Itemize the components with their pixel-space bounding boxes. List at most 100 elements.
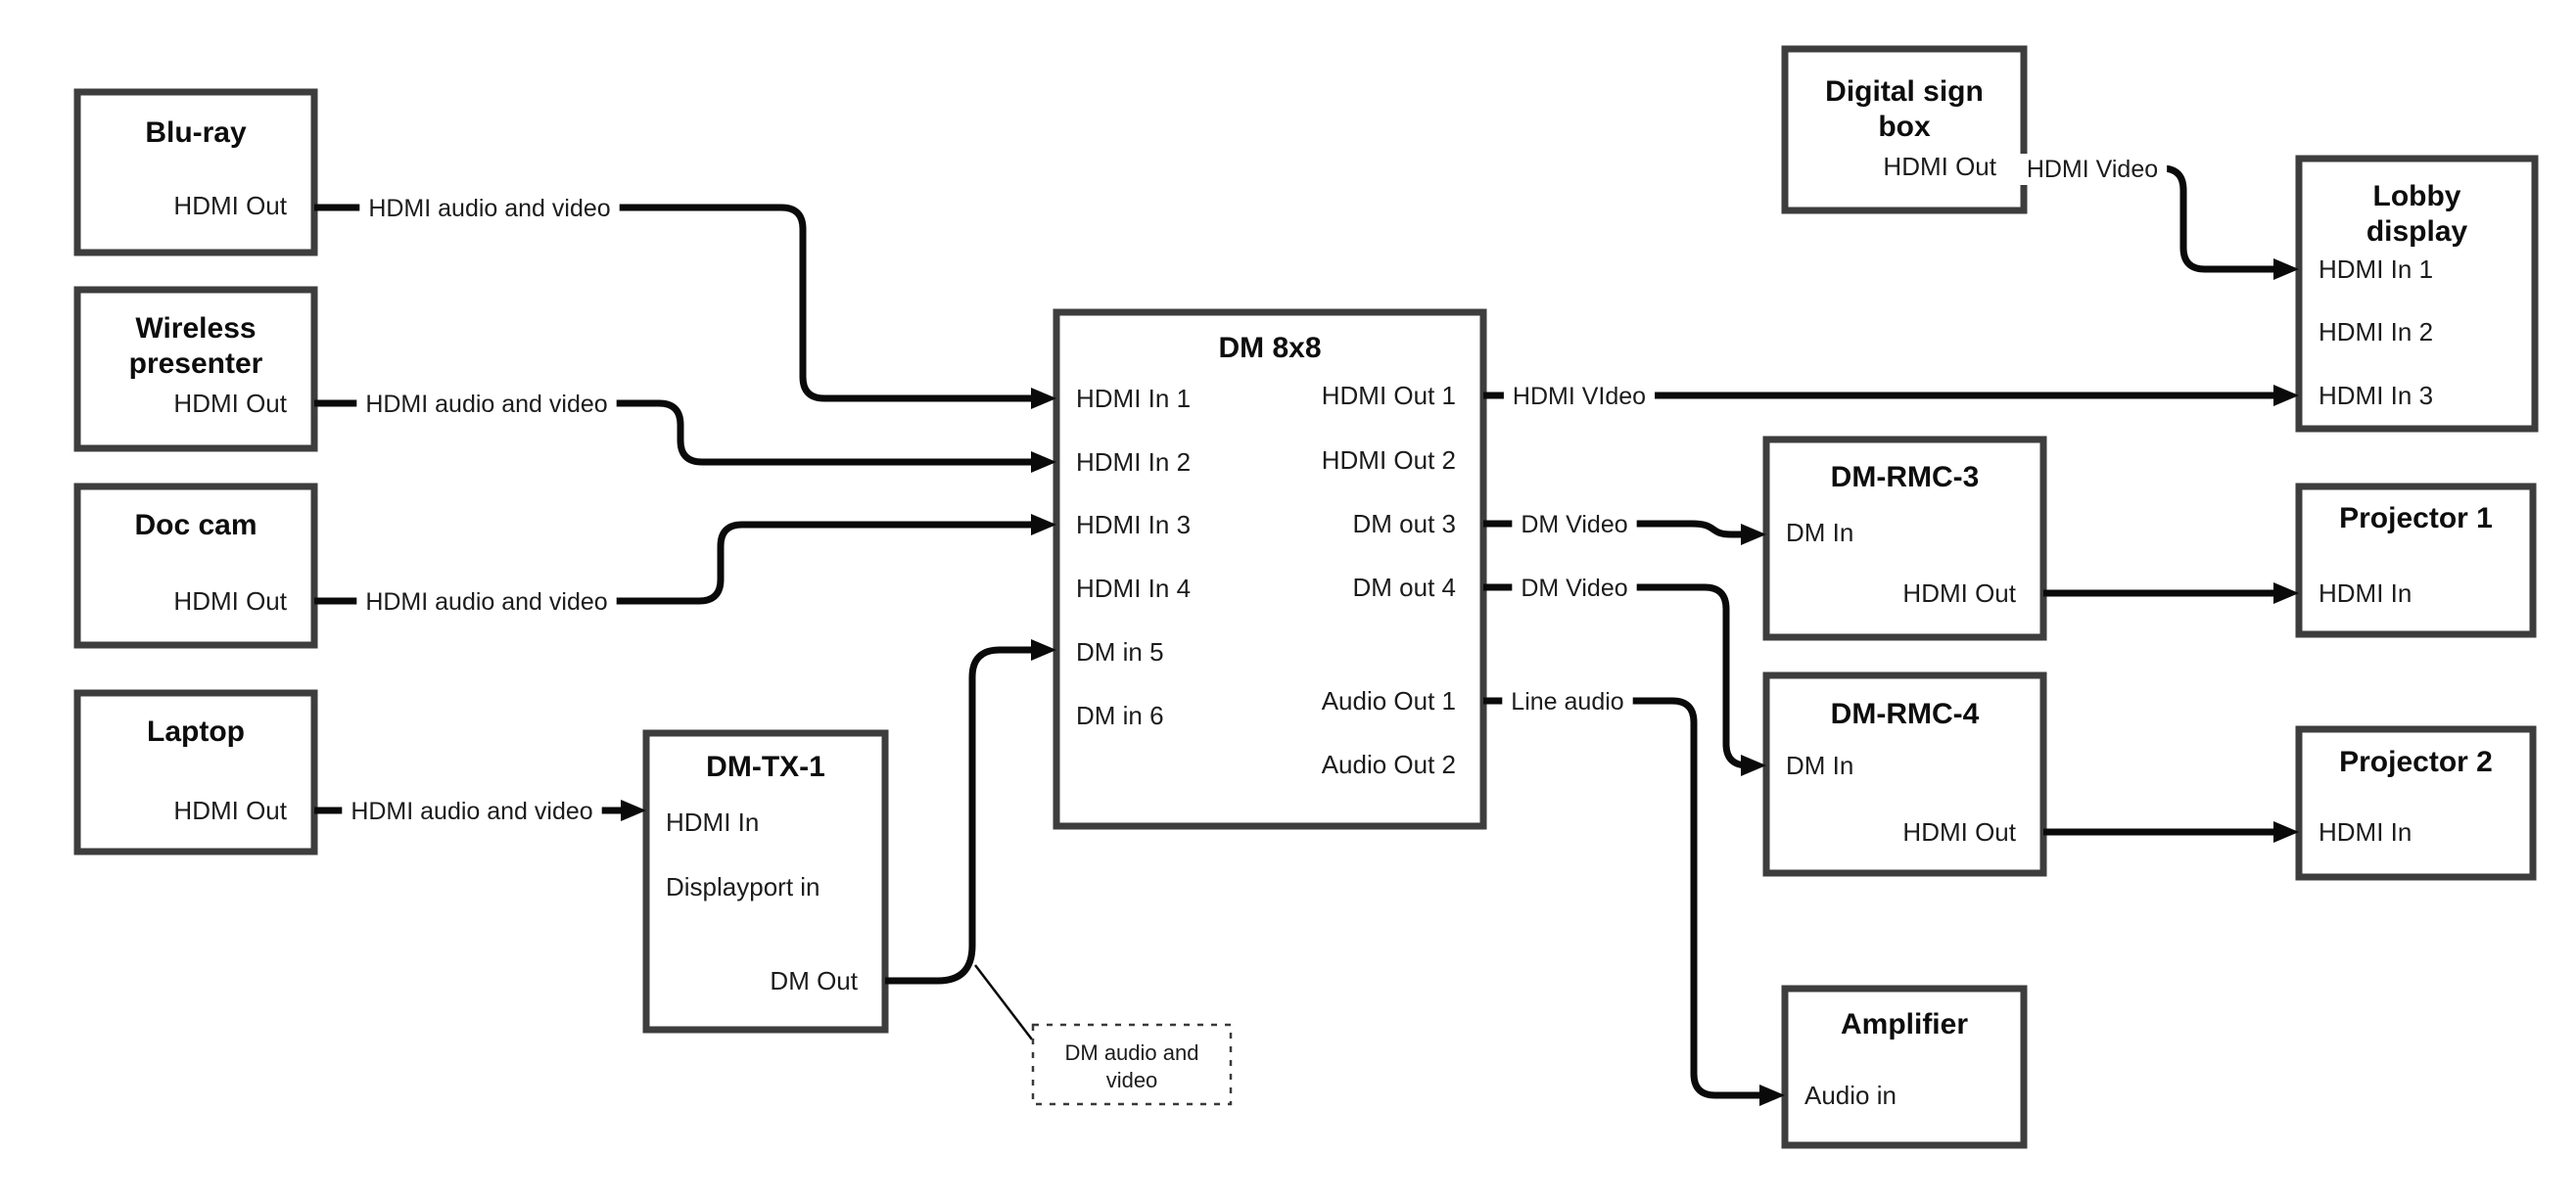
arrowhead-icon bbox=[2273, 821, 2299, 843]
wire-rmc4-to-projector2 bbox=[2043, 821, 2299, 843]
port-dm-8x8-hdmi-out-2: HDMI Out 2 bbox=[1322, 445, 1456, 475]
wire-label-backing bbox=[359, 193, 620, 224]
wire-label-text: Line audio bbox=[1511, 688, 1623, 716]
box-outline-lobby-display bbox=[2295, 155, 2539, 433]
port-laptop-hdmi-out: HDMI Out bbox=[173, 796, 287, 825]
port-dm-rmc-3-hdmi-out: HDMI Out bbox=[1902, 578, 2016, 608]
box-outline-projector-1 bbox=[2295, 483, 2537, 638]
arrowhead-icon bbox=[1031, 451, 1056, 473]
box-title-digital-sign-box: box bbox=[1878, 111, 1931, 143]
arrowhead-icon bbox=[621, 800, 646, 821]
arrowhead-icon bbox=[2273, 582, 2299, 604]
wire-label-dm8x8-out1-to-lobby-in3: HDMI VIdeo bbox=[1503, 381, 1656, 412]
wire-label-backing bbox=[1512, 573, 1637, 604]
port-dm-8x8-hdmi-in-1: HDMI In 1 bbox=[1076, 384, 1191, 413]
port-dm-tx-1-displayport-in: Displayport in bbox=[666, 872, 820, 901]
box-title-dm-8x8: DM 8x8 bbox=[1218, 332, 1321, 364]
wire-line-doccam-to-dm8x8-in3 bbox=[314, 521, 1040, 605]
box-title-doc-cam: Doc cam bbox=[134, 509, 257, 541]
port-dm-8x8-hdmi-in-4: HDMI In 4 bbox=[1076, 574, 1191, 603]
box-title-dm-tx-1: DM-TX-1 bbox=[706, 751, 825, 783]
port-dm-8x8-dm-out-3: DM out 3 bbox=[1353, 509, 1457, 538]
box-projector-2: Projector 2 HDMI In bbox=[2295, 725, 2537, 881]
port-dm-8x8-hdmi-out-1: HDMI Out 1 bbox=[1322, 381, 1456, 410]
arrowhead-icon bbox=[1759, 1085, 1785, 1106]
wire-label-backing bbox=[356, 586, 617, 618]
wire-label-backing bbox=[2017, 154, 2168, 185]
wire-label-text: HDMI Video bbox=[2027, 156, 2158, 183]
port-dm-rmc-4-dm-in: DM In bbox=[1786, 751, 1853, 780]
port-dm-8x8-hdmi-in-3: HDMI In 3 bbox=[1076, 510, 1191, 539]
wire-label-text: HDMI VIdeo bbox=[1513, 383, 1646, 410]
box-outline-dm-rmc-3 bbox=[1762, 436, 2047, 641]
arrowhead-icon bbox=[1031, 514, 1056, 535]
arrowhead-icon bbox=[1741, 524, 1766, 545]
arrowhead-icon bbox=[1741, 755, 1766, 776]
port-doc-cam-hdmi-out: HDMI Out bbox=[173, 586, 287, 616]
box-title-projector-1: Projector 1 bbox=[2339, 502, 2493, 534]
box-title-wireless-presenter: presenter bbox=[129, 347, 263, 380]
port-dm-8x8-hdmi-in-2: HDMI In 2 bbox=[1076, 447, 1191, 477]
wire-label-backing bbox=[342, 796, 602, 827]
wire-label-text: HDMI audio and video bbox=[365, 588, 607, 616]
port-dm-rmc-4-hdmi-out: HDMI Out bbox=[1902, 817, 2016, 847]
box-title-blu-ray: Blu-ray bbox=[145, 116, 247, 149]
wire-line-wireless-to-dm8x8-in2 bbox=[314, 399, 1040, 466]
wire-label-backing bbox=[1503, 381, 1656, 412]
port-dm-rmc-3-dm-in: DM In bbox=[1786, 518, 1853, 547]
arrowhead-icon bbox=[2273, 258, 2299, 280]
wire-line-dmtx1-to-dm8x8-in5 bbox=[885, 646, 1040, 985]
wire-label-backing bbox=[1502, 686, 1633, 717]
wire-dmtx1-to-dm8x8-in5 bbox=[885, 639, 1056, 985]
box-title-wireless-presenter: Wireless bbox=[135, 312, 256, 345]
port-lobby-display-hdmi-in-3: HDMI In 3 bbox=[2318, 381, 2433, 410]
wire-line-bluray-to-dm8x8-in1 bbox=[314, 204, 1040, 402]
box-dm-rmc-4: DM-RMC-4 DM In HDMI Out bbox=[1762, 671, 2047, 877]
wire-label-doccam-to-dm8x8-in3: HDMI audio and video bbox=[356, 586, 617, 618]
wire-dm8x8-out3-to-rmc3 bbox=[1483, 520, 1766, 545]
box-title-lobby-display: display bbox=[2366, 215, 2468, 248]
wire-label-text: HDMI audio and video bbox=[365, 391, 607, 418]
box-outline-amplifier bbox=[1781, 985, 2028, 1149]
arrowhead-icon bbox=[1031, 388, 1056, 409]
note-text: video bbox=[1106, 1068, 1158, 1092]
port-digital-sign-box-hdmi-out: HDMI Out bbox=[1883, 152, 1996, 181]
port-dm-8x8-dm-in-6: DM in 6 bbox=[1076, 701, 1164, 730]
port-projector-2-hdmi-in: HDMI In bbox=[2318, 817, 2412, 847]
box-title-amplifier: Amplifier bbox=[1841, 1008, 1968, 1040]
box-outline-dm-8x8 bbox=[1053, 308, 1487, 830]
box-title-dm-rmc-4: DM-RMC-4 bbox=[1831, 698, 1980, 730]
wire-doccam-to-dm8x8-in3 bbox=[314, 514, 1056, 605]
port-dm-8x8-audio-out-2: Audio Out 2 bbox=[1322, 750, 1456, 779]
box-outline-dm-rmc-4 bbox=[1762, 671, 2047, 877]
wire-line-dm8x8-out3-to-rmc3 bbox=[1483, 520, 1750, 538]
wire-dm8x8-out4-to-rmc4 bbox=[1483, 583, 1766, 776]
box-outline-projector-2 bbox=[2295, 725, 2537, 881]
wire-label-text: DM Video bbox=[1521, 575, 1627, 602]
box-title-projector-2: Projector 2 bbox=[2339, 746, 2493, 778]
wire-label-backing bbox=[356, 389, 617, 420]
wire-label-text: HDMI audio and video bbox=[351, 798, 592, 825]
wire-digsign-to-lobby-in1 bbox=[2024, 164, 2299, 280]
wire-label-dm8x8-audio1-to-amp: Line audio bbox=[1502, 686, 1633, 717]
wire-dm8x8-audio1-to-amp bbox=[1483, 697, 1785, 1106]
port-dm-tx-1-dm-out: DM Out bbox=[770, 966, 858, 995]
wire-label-text: DM Video bbox=[1521, 511, 1627, 538]
wire-line-digsign-to-lobby-in1 bbox=[2024, 164, 2282, 273]
port-wireless-presenter-hdmi-out: HDMI Out bbox=[173, 389, 287, 418]
box-title-lobby-display: Lobby bbox=[2373, 180, 2461, 212]
port-amplifier-audio-in: Audio in bbox=[1804, 1081, 1897, 1110]
wire-label-backing bbox=[1512, 509, 1637, 540]
wire-label-wireless-to-dm8x8-in2: HDMI audio and video bbox=[356, 389, 617, 420]
wire-wireless-to-dm8x8-in2 bbox=[314, 399, 1056, 473]
